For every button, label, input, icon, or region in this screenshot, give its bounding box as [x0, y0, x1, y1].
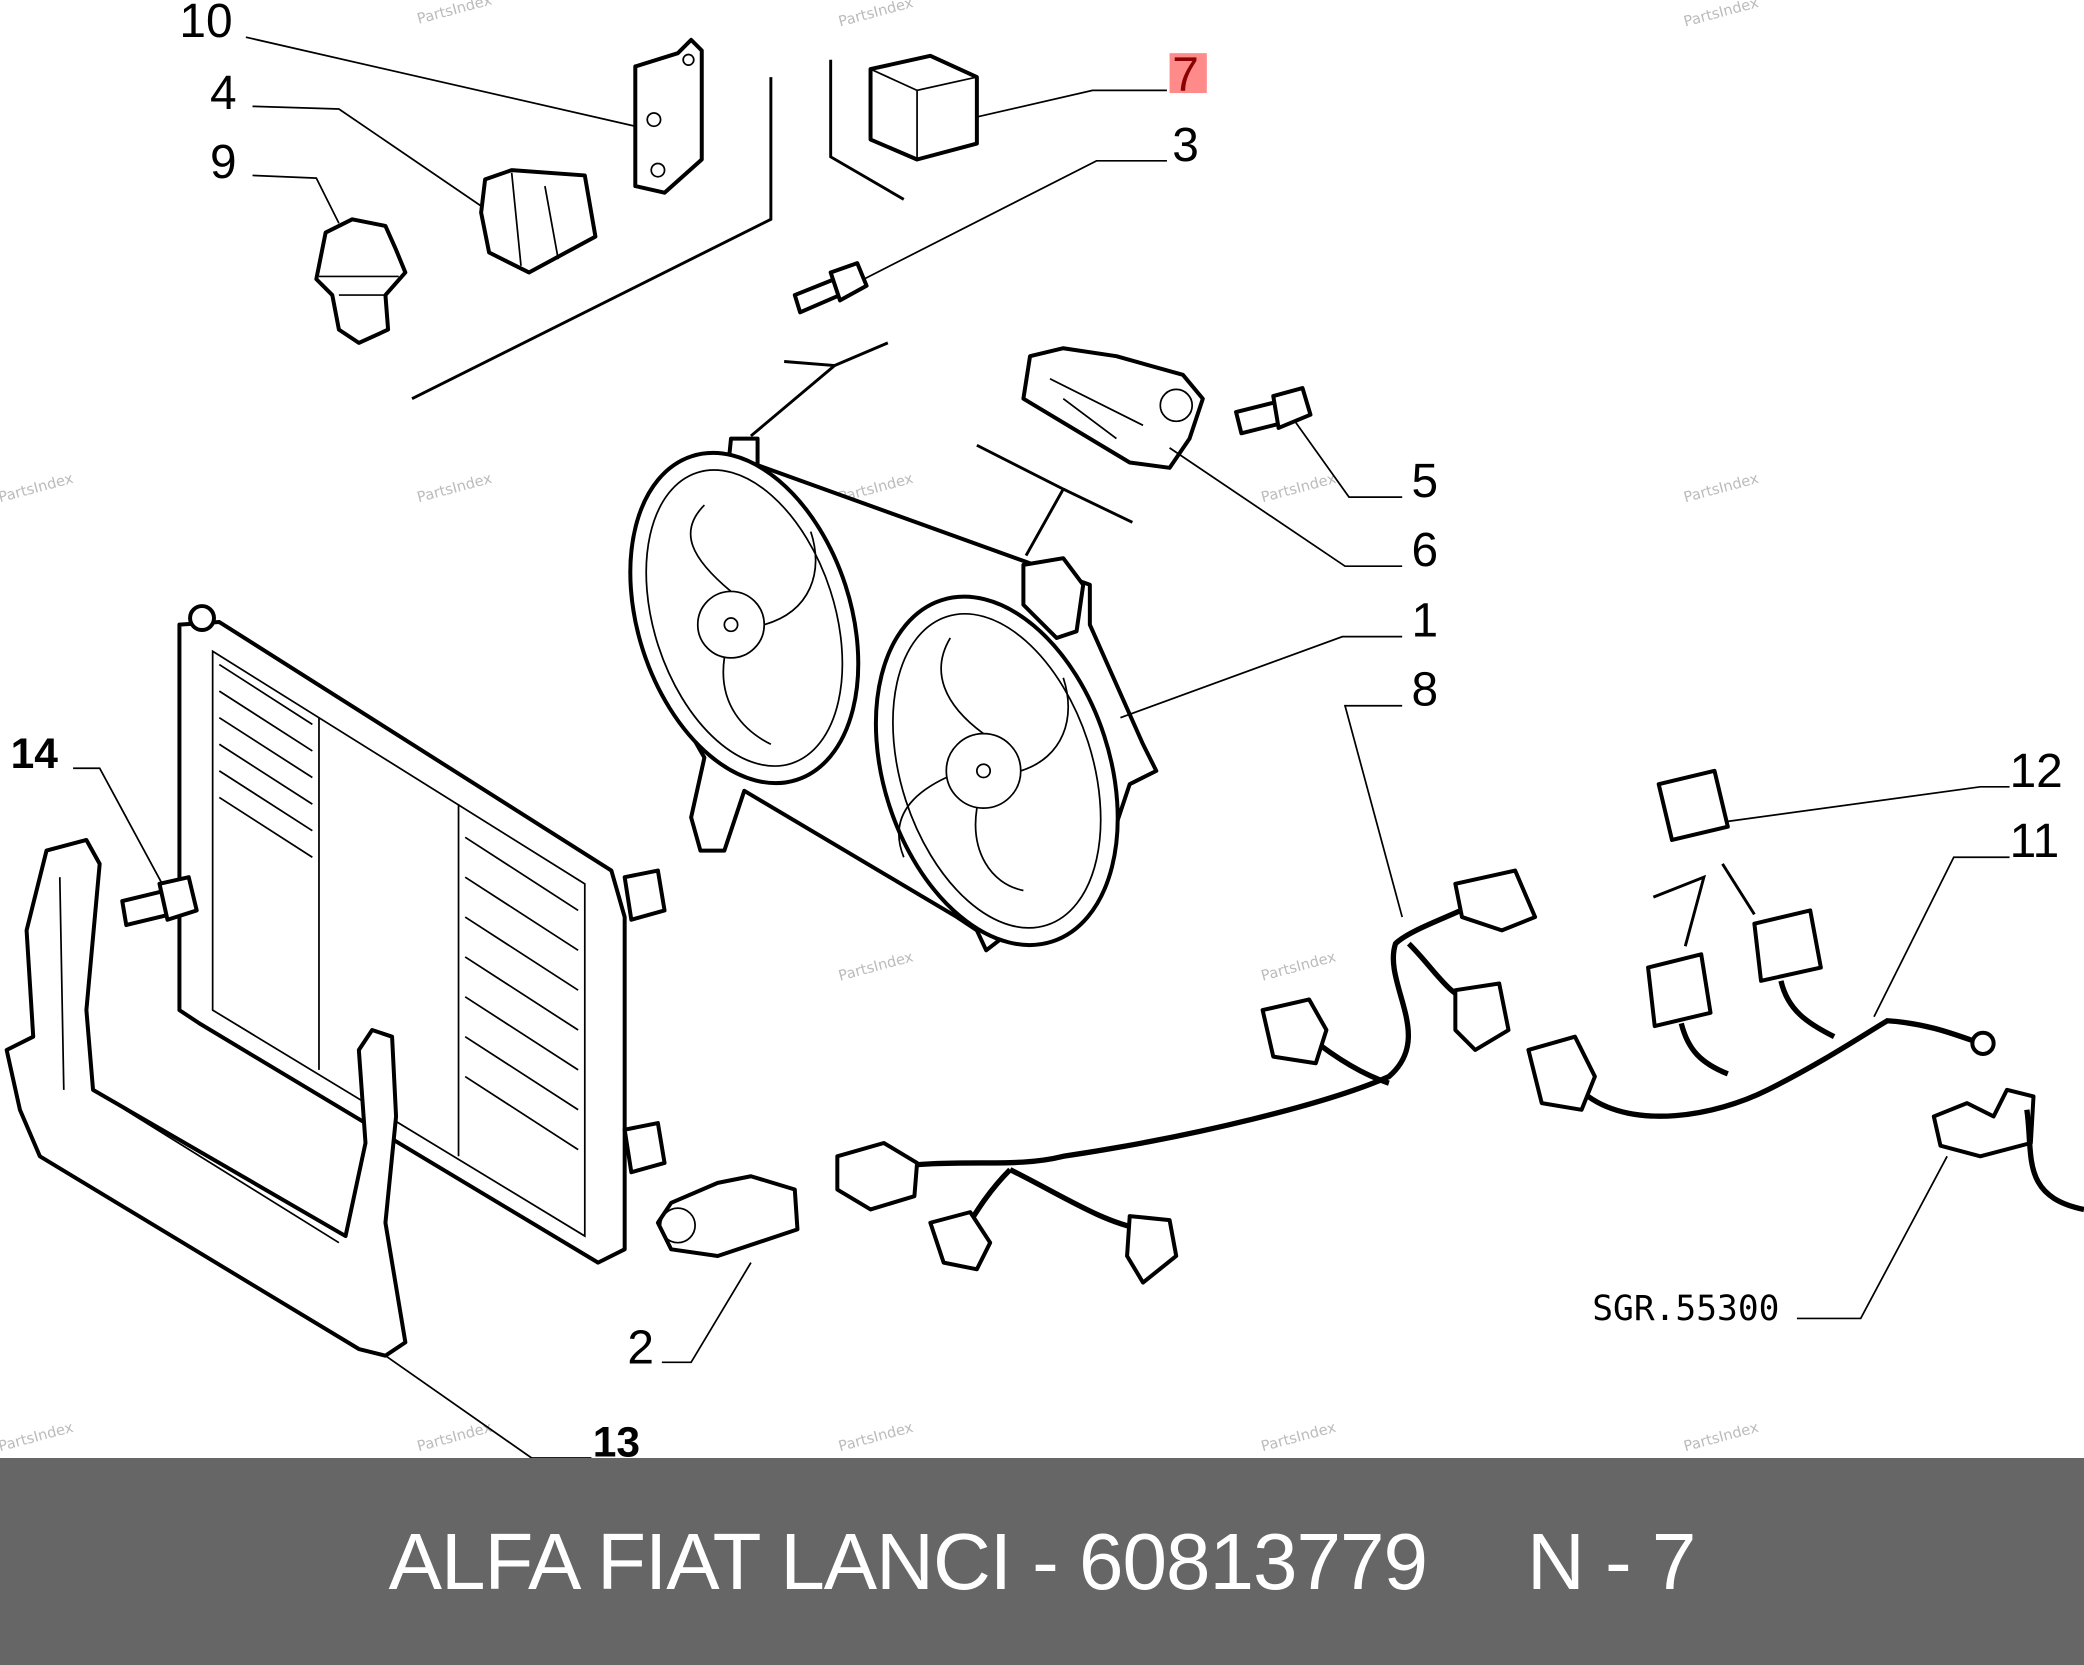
callout-7-selected[interactable]: 7 [1172, 48, 1199, 101]
callout-8[interactable]: 8 [1411, 664, 1438, 717]
callout-3[interactable]: 3 [1172, 119, 1199, 172]
part-radiator [177, 604, 667, 1265]
footer-brand: ALFA FIAT LANCI [388, 1516, 1012, 1606]
part-3-screw [792, 261, 869, 315]
callout-5[interactable]: 5 [1411, 455, 1438, 508]
svg-text:PartsIndex: PartsIndex [837, 1419, 916, 1455]
highlight-box [1169, 53, 1207, 94]
footer-position: N - 7 [1526, 1516, 1696, 1606]
footer-part-number: 60813779 [1079, 1516, 1428, 1606]
callout-4[interactable]: 4 [210, 67, 237, 120]
callout-13[interactable]: 13 [593, 1419, 640, 1458]
part-11-harness [1526, 980, 2084, 1213]
svg-text:PartsIndex: PartsIndex [1259, 948, 1338, 984]
part-2-switch [655, 1174, 800, 1258]
callout-6[interactable]: 6 [1411, 524, 1438, 577]
callout-1[interactable]: 1 [1411, 595, 1438, 648]
footer-separator: - [1010, 1516, 1080, 1606]
part-4-clip [479, 168, 598, 275]
part-10-bracket [633, 37, 704, 195]
svg-text:PartsIndex: PartsIndex [1682, 0, 1761, 30]
leader-lines [73, 36, 2010, 1458]
part-7-relay [868, 53, 979, 162]
part-8-harness [835, 868, 1538, 1285]
callout-2[interactable]: 2 [627, 1322, 654, 1375]
svg-text:PartsIndex: PartsIndex [837, 0, 916, 30]
part-12-relay [1646, 768, 1823, 1029]
callout-14[interactable]: 14 [11, 730, 59, 778]
svg-text:PartsIndex: PartsIndex [415, 470, 494, 506]
svg-text:PartsIndex: PartsIndex [837, 948, 916, 984]
callout-12[interactable]: 12 [2010, 745, 2063, 798]
reference-sgr[interactable]: SGR.55300 [1592, 1289, 1779, 1329]
svg-text:PartsIndex: PartsIndex [0, 470, 75, 506]
svg-text:PartsIndex: PartsIndex [1259, 470, 1338, 506]
part-1-fan-assembly [628, 436, 1159, 953]
part-14-plug [120, 875, 199, 928]
svg-text:PartsIndex: PartsIndex [1682, 470, 1761, 506]
svg-text:PartsIndex: PartsIndex [0, 1419, 75, 1455]
callout-9[interactable]: 9 [210, 136, 237, 189]
svg-text:PartsIndex: PartsIndex [1259, 1419, 1338, 1455]
part-9-push-clip [314, 217, 408, 345]
part-5-screw [1234, 386, 1313, 436]
group-bracket-lines [411, 59, 1756, 947]
footer-bar: ALFA FIAT LANCI - 60813779 N - 7 [0, 1458, 2084, 1665]
svg-text:PartsIndex: PartsIndex [415, 0, 494, 28]
part-6-resistor [1021, 346, 1205, 470]
parts-diagram: PartsIndex PartsIndex PartsIndex PartsIn… [0, 0, 2084, 1458]
callout-10[interactable]: 10 [179, 0, 232, 48]
callout-11[interactable]: 11 [2010, 815, 2060, 868]
part-13-shroud [4, 837, 408, 1358]
svg-text:PartsIndex: PartsIndex [1682, 1419, 1761, 1455]
